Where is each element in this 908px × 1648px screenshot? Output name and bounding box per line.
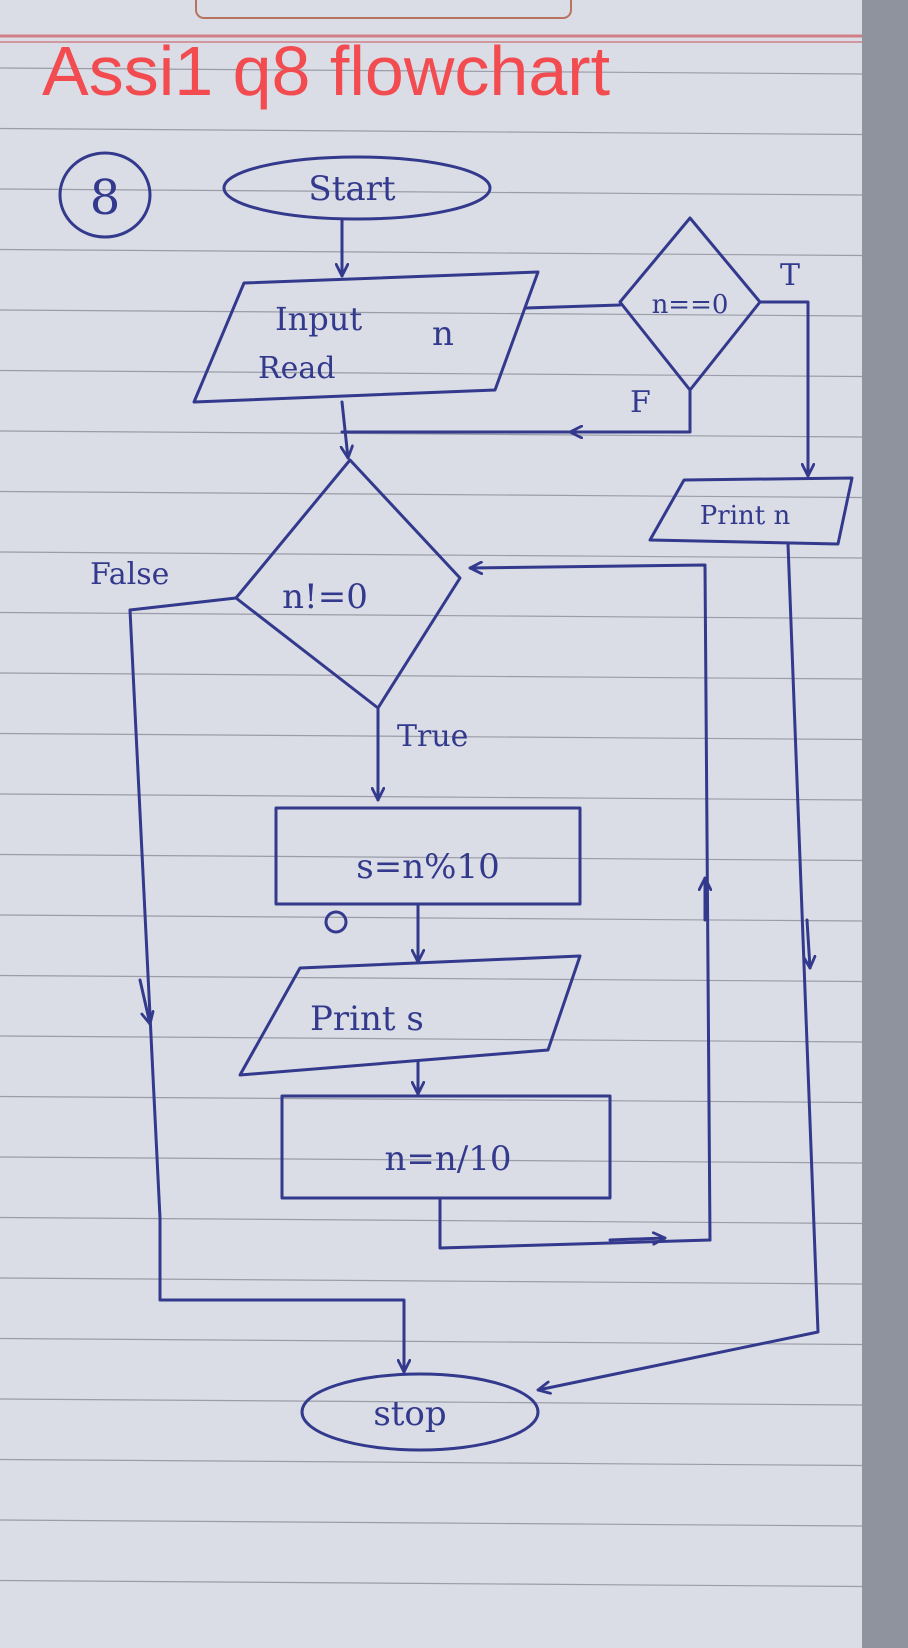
ruled-line (0, 1277, 863, 1285)
ruled-line (0, 672, 863, 680)
ruled-line (0, 1398, 863, 1406)
ruled-line (0, 1216, 863, 1225)
zero-false-arrow (568, 388, 692, 432)
mod-step-label: s=n%10 (356, 847, 499, 887)
stop-terminator: stop (300, 1372, 540, 1452)
ruled-line (0, 248, 863, 257)
ruled-line (0, 853, 863, 862)
div-return-arrow (608, 1238, 667, 1240)
zero-true-arrow (758, 300, 808, 478)
ruled-line (0, 1458, 863, 1467)
page-edge (862, 0, 908, 1648)
ruled-line (0, 369, 863, 378)
start-label: Start (308, 169, 395, 209)
print-zero-box: Print n (648, 476, 854, 546)
print-zero-label: Print n (700, 501, 791, 531)
ruled-line (0, 732, 863, 741)
question-number-badge: 8 (58, 151, 152, 239)
input-to-zero-check-line (524, 303, 622, 310)
loop-false-to-stop-arrow (128, 596, 404, 1374)
ruled-line (0, 430, 863, 438)
input-label: Input (275, 300, 362, 338)
ruled-lines (0, 67, 863, 1588)
top-clip-box (195, 0, 572, 19)
connectors (128, 217, 820, 1390)
right-path-arrow (807, 918, 810, 970)
input-box: Input n Read (192, 270, 540, 404)
ruled-line (0, 490, 863, 499)
false-short-label: F (630, 385, 651, 420)
ruled-line (0, 1035, 863, 1043)
ruled-line (0, 67, 863, 75)
start-terminator: Start (222, 155, 492, 221)
page-title: Assi1 q8 flowchart (42, 32, 611, 110)
ruled-line (0, 551, 863, 559)
question-number-text: 8 (90, 170, 121, 226)
false-label: False (90, 557, 169, 592)
print-s-label: Print s (310, 999, 424, 1039)
div-step-box: n=n/10 (280, 1094, 612, 1200)
zero-check-decision: n==0 T F (618, 216, 800, 420)
loop-check-label: n!=0 (282, 577, 368, 617)
loop-back-arrow (468, 565, 712, 1242)
ruled-line (0, 1519, 863, 1527)
loop-check-decision: n!=0 False True (90, 458, 468, 754)
read-label: Read (258, 351, 335, 386)
ruled-line (0, 793, 863, 801)
ruled-line (0, 127, 863, 136)
ruled-line (0, 1095, 863, 1104)
print-zero-to-stop-arrow (536, 542, 820, 1390)
print-s-box: Print s (238, 954, 582, 1077)
div-return-line (438, 1196, 712, 1250)
ruled-line (0, 309, 863, 317)
true-short-label: T (780, 258, 800, 293)
true-label: True (397, 719, 468, 754)
ruled-line (0, 611, 863, 620)
ruled-line (0, 1337, 863, 1346)
ruled-line (0, 914, 863, 922)
false-path-arrow (138, 978, 150, 1026)
ruled-line (0, 974, 863, 983)
ruled-line (0, 1156, 863, 1164)
zero-check-label: n==0 (652, 290, 729, 320)
mod-step-box: s=n%10 (274, 806, 582, 934)
stop-label: stop (373, 1394, 446, 1434)
input-variable: n (432, 314, 454, 354)
div-step-label: n=n/10 (384, 1139, 511, 1179)
ruled-line (0, 1579, 863, 1588)
ruled-line (0, 188, 863, 196)
input-to-loop-check-arrow (342, 400, 348, 460)
